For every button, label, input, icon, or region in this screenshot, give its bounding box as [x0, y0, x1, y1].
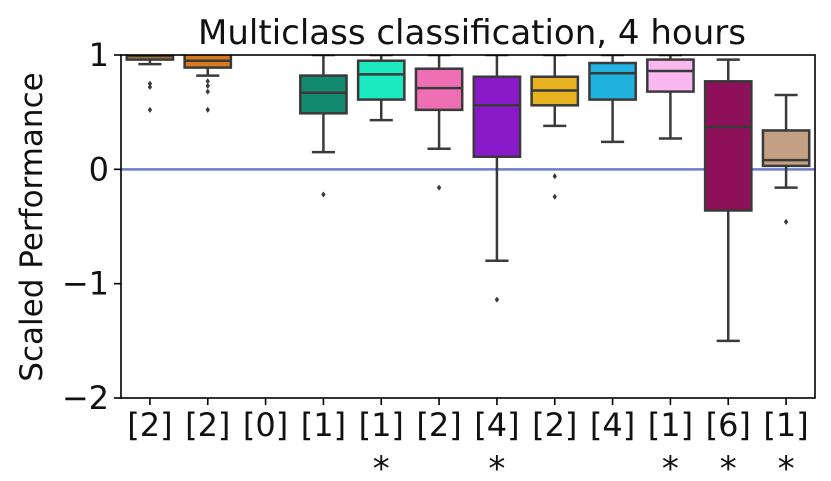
box-7: [472, 55, 522, 303]
outlier-point: [552, 173, 557, 180]
plot-frame: [120, 54, 816, 399]
box-1: [125, 55, 175, 113]
box-8: [530, 55, 580, 200]
x-tick-label: [1]: [763, 406, 808, 444]
box-body: [703, 80, 753, 212]
outlier-point: [321, 191, 326, 198]
x-tick-label: [1]: [648, 406, 693, 444]
x-tick-label: [6]: [706, 406, 751, 444]
y-tick-label: 0: [89, 150, 109, 188]
box-9: [588, 55, 637, 144]
box-body: [472, 75, 522, 159]
box-4: [299, 55, 348, 198]
y-tick-label: 1: [89, 36, 109, 74]
plot-area: 1 0 −1 −2 [2] [2] [0] [1] [1] * [2] [4] * [2] [4] [1] * […: [62, 36, 816, 481]
x-tick-label: [0]: [243, 406, 288, 444]
chart-title: Multiclass classification, 4 hours: [198, 13, 746, 53]
x-star-mark: *: [373, 449, 390, 481]
box-body: [356, 59, 406, 101]
box-11: [703, 58, 753, 343]
x-star-mark: *: [488, 449, 505, 481]
outlier-point: [205, 88, 210, 95]
outlier-point: [147, 80, 153, 87]
outlier-point: [205, 106, 210, 113]
outlier-point: [494, 296, 500, 303]
x-tick-label: [1]: [301, 406, 346, 444]
x-star-mark: *: [720, 449, 737, 481]
box-body: [646, 58, 695, 93]
outlier-point: [552, 193, 557, 200]
outlier-point: [205, 82, 210, 89]
x-tick-label: [4]: [590, 406, 635, 444]
x-tick-label: [2]: [127, 406, 172, 444]
x-tick-label: [2]: [532, 406, 577, 444]
box-body: [299, 74, 348, 115]
boxes-group: [121, 55, 815, 343]
box-12: [761, 93, 811, 225]
y-axis-label: Scaled Performance: [14, 72, 50, 381]
box-body: [588, 61, 637, 101]
x-tick-label: [4]: [474, 406, 519, 444]
outlier-point: [147, 106, 153, 113]
outlier-point: [205, 78, 210, 85]
outlier-point: [436, 184, 442, 191]
x-star-mark: *: [778, 449, 795, 481]
box-6: [414, 55, 464, 191]
box-5: [356, 55, 406, 122]
x-tick-label: [1]: [359, 406, 404, 444]
x-star-mark: *: [662, 449, 679, 481]
y-tick-label: −1: [62, 265, 109, 303]
box-2: [183, 55, 233, 113]
x-tick-label: [2]: [185, 406, 230, 444]
box-10: [646, 55, 695, 140]
x-tick-label: [2]: [416, 406, 461, 444]
outlier-point: [783, 218, 789, 225]
outlier-point: [147, 84, 153, 91]
y-tick-label: −2: [62, 379, 109, 417]
